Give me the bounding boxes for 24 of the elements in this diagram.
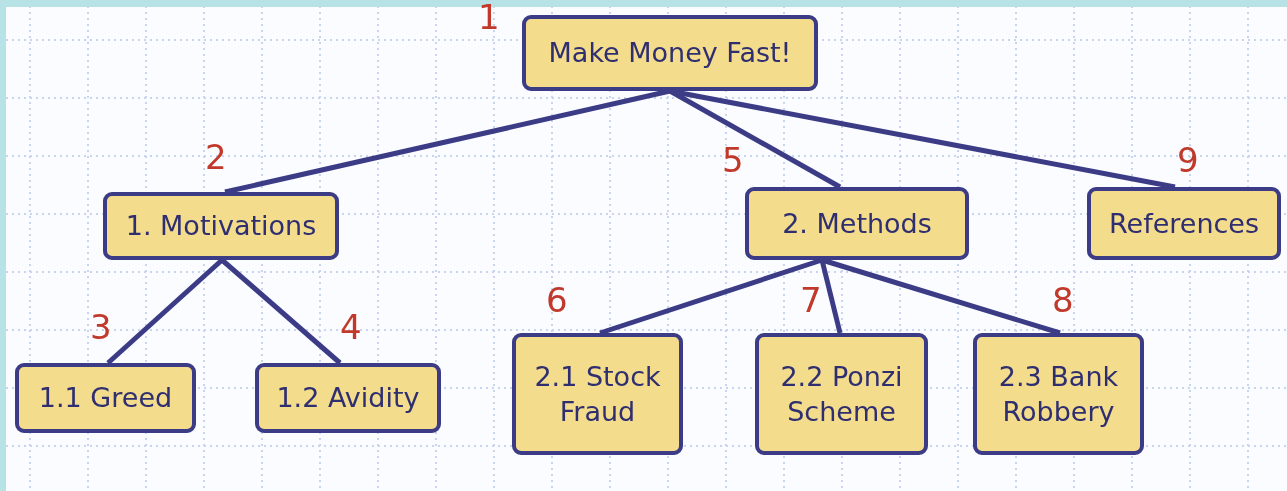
topic-box: 2.1 Stock Fraud (512, 333, 683, 455)
connector-line (224, 88, 671, 195)
connector-line (819, 259, 843, 334)
connector-line (599, 257, 823, 336)
topic-box: 1.2 Avidity (255, 363, 441, 433)
connector-line (821, 257, 1061, 336)
topic-box: 1. Motivations (103, 192, 339, 260)
callout-number: 9 (1177, 143, 1199, 177)
connector-line (106, 258, 224, 365)
callout-number: 2 (205, 140, 227, 174)
connector-line (220, 258, 342, 365)
topic-box: 2.2 Ponzi Scheme (755, 333, 928, 455)
callout-number: 8 (1052, 283, 1074, 317)
callout-number: 7 (800, 283, 822, 317)
callout-number: 4 (340, 310, 362, 344)
topic-box: 2. Methods (745, 187, 969, 260)
callout-number: 5 (722, 143, 744, 177)
callout-number: 6 (546, 283, 568, 317)
topic-box: Make Money Fast! (522, 15, 818, 91)
callout-number: 1 (478, 0, 500, 34)
callout-number: 3 (90, 310, 112, 344)
topic-box: References (1087, 187, 1281, 260)
topic-box: 2.3 Bank Robbery (973, 333, 1144, 455)
topic-box: 1.1 Greed (15, 363, 196, 433)
